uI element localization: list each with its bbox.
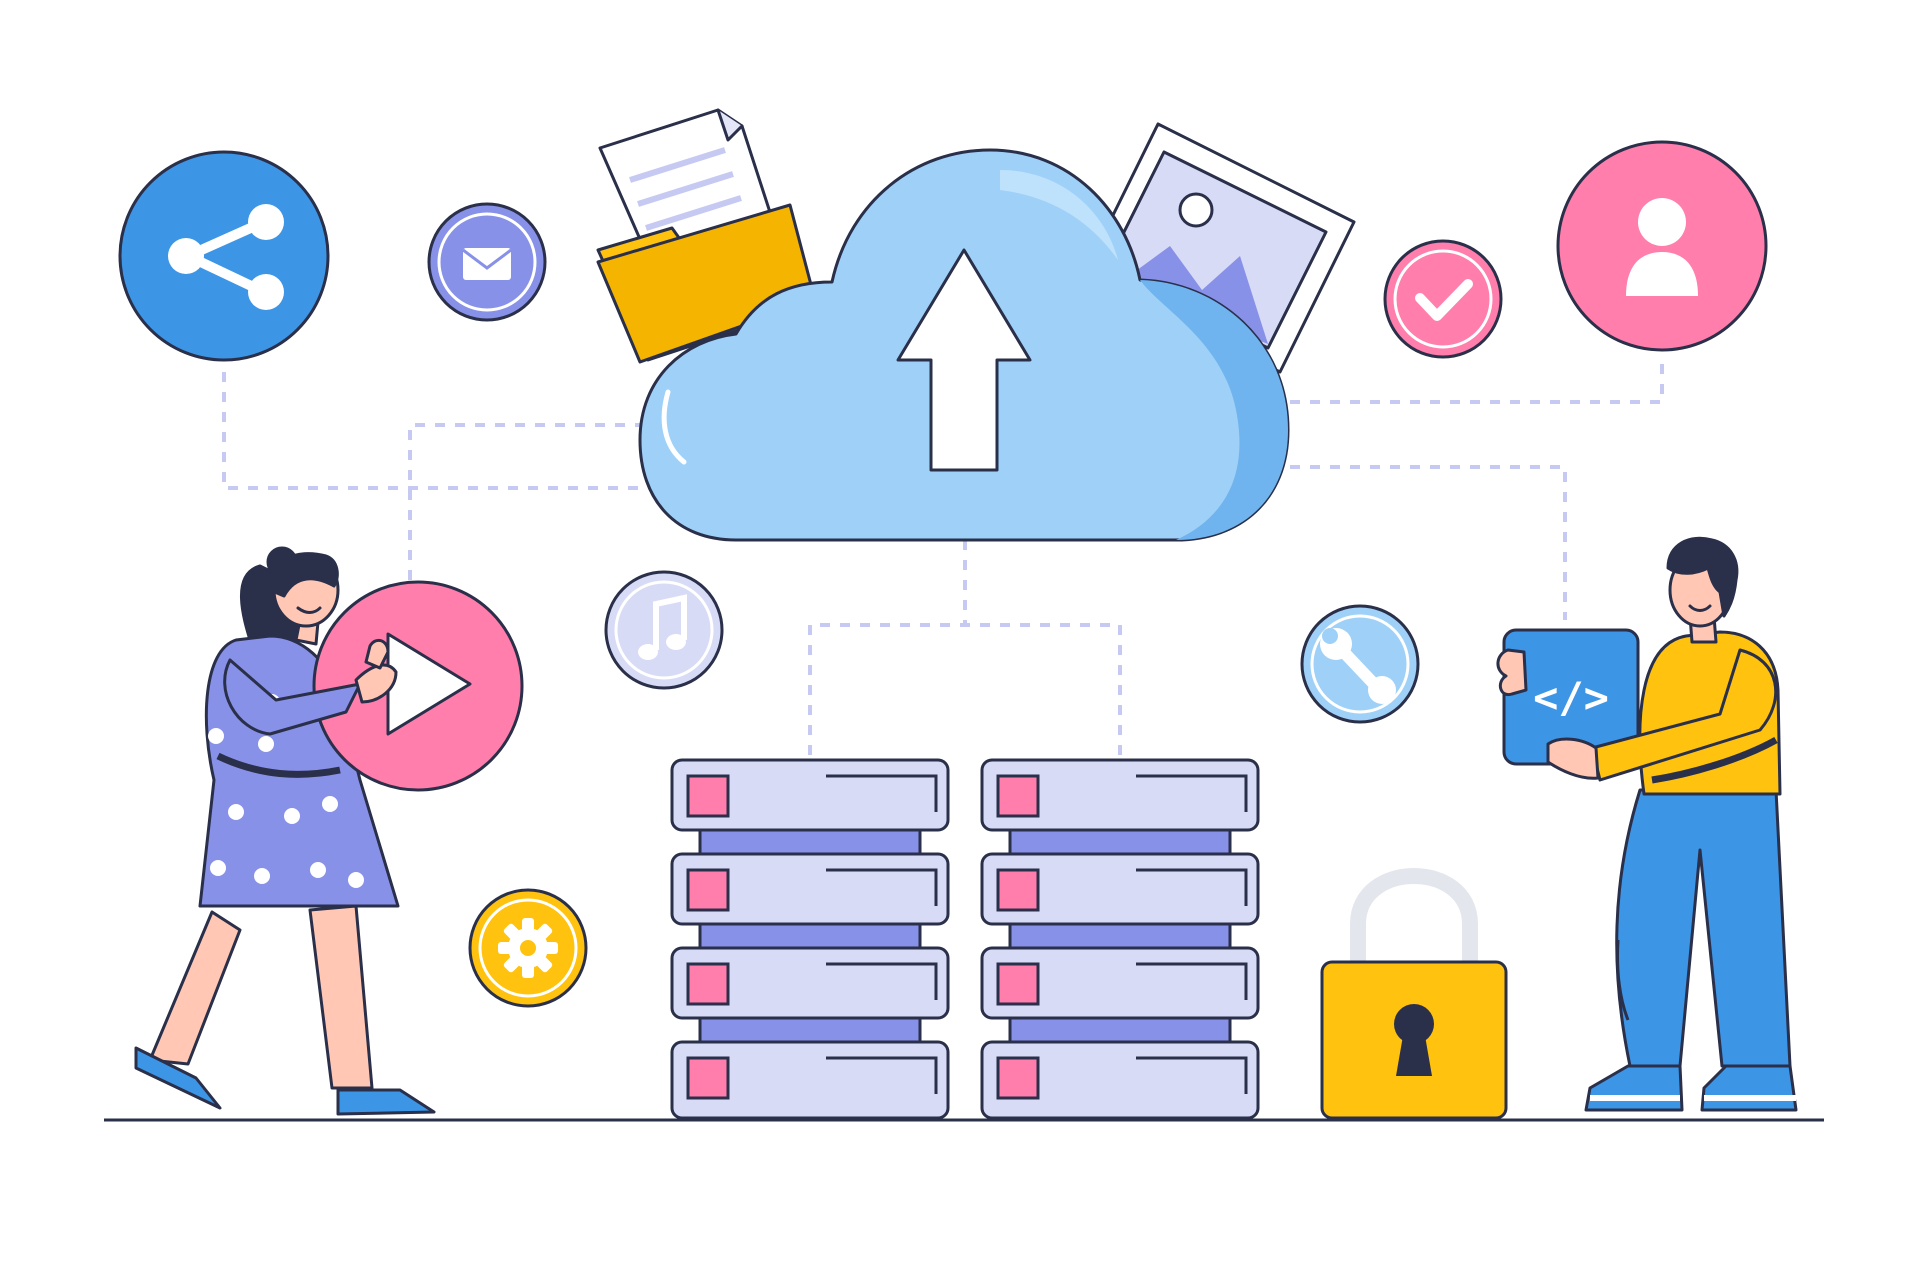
- play-icon: [312, 580, 524, 792]
- gear-icon: [468, 888, 588, 1008]
- share-icon: [118, 150, 330, 362]
- woman-character: [134, 546, 524, 1116]
- upload-cloud: [638, 148, 1290, 542]
- lock-icon: [1320, 868, 1508, 1120]
- wrench-icon: [1300, 604, 1420, 724]
- code-icon: </>: [1533, 673, 1609, 722]
- server-rack-left: [670, 758, 950, 1120]
- server-rack-right: [980, 758, 1260, 1120]
- check-icon: [1383, 239, 1503, 359]
- code-tablet: </>: [1502, 628, 1640, 766]
- mail-icon: [427, 202, 547, 322]
- connector-lines: [222, 355, 1664, 755]
- user-icon: [1556, 140, 1768, 352]
- upload-arrow-icon: [896, 248, 1032, 472]
- music-icon: [604, 570, 724, 690]
- man-character: </>: [1496, 536, 1798, 1112]
